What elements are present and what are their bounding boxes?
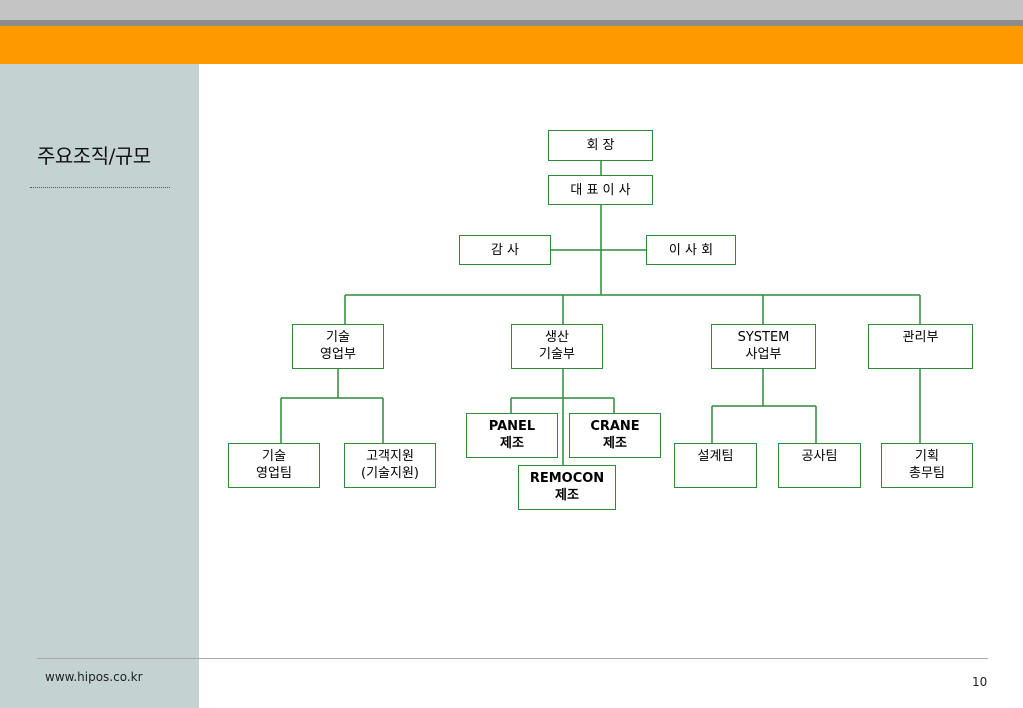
board-box: 이 사 회 bbox=[646, 235, 736, 265]
design-team-box: 설계팀 bbox=[674, 443, 757, 488]
top-dark-stripe bbox=[0, 20, 1023, 26]
page-number: 10 bbox=[972, 675, 988, 689]
management-division-box: 관리부 bbox=[868, 324, 973, 369]
auditor-box: 감 사 bbox=[459, 235, 551, 265]
customer-support-team-box: 고객지원 (기술지원) bbox=[344, 443, 436, 488]
remocon-mfg-box: REMOCON 제조 bbox=[518, 465, 616, 510]
orange-header-bar bbox=[0, 26, 1023, 64]
chairman-box: 회 장 bbox=[548, 130, 653, 161]
panel-mfg-box: PANEL 제조 bbox=[466, 413, 558, 458]
ceo-box: 대 표 이 사 bbox=[548, 175, 653, 205]
production-tech-division-box: 생산 기술부 bbox=[511, 324, 603, 369]
tech-sales-team-box: 기술 영업팀 bbox=[228, 443, 320, 488]
tech-sales-division-box: 기술 영업부 bbox=[292, 324, 384, 369]
section-title: 주요조직/규모 bbox=[37, 144, 151, 168]
planning-general-team-box: 기획 총무팀 bbox=[881, 443, 973, 488]
top-gray-band bbox=[0, 0, 1023, 20]
footer-rule bbox=[37, 658, 988, 659]
title-dotted-rule bbox=[30, 187, 170, 188]
system-business-division-box: SYSTEM 사업부 bbox=[711, 324, 816, 369]
left-sidebar-panel bbox=[0, 64, 199, 708]
footer-url[interactable]: www.hipos.co.kr bbox=[45, 670, 143, 684]
crane-mfg-box: CRANE 제조 bbox=[569, 413, 661, 458]
construction-team-box: 공사팀 bbox=[778, 443, 861, 488]
